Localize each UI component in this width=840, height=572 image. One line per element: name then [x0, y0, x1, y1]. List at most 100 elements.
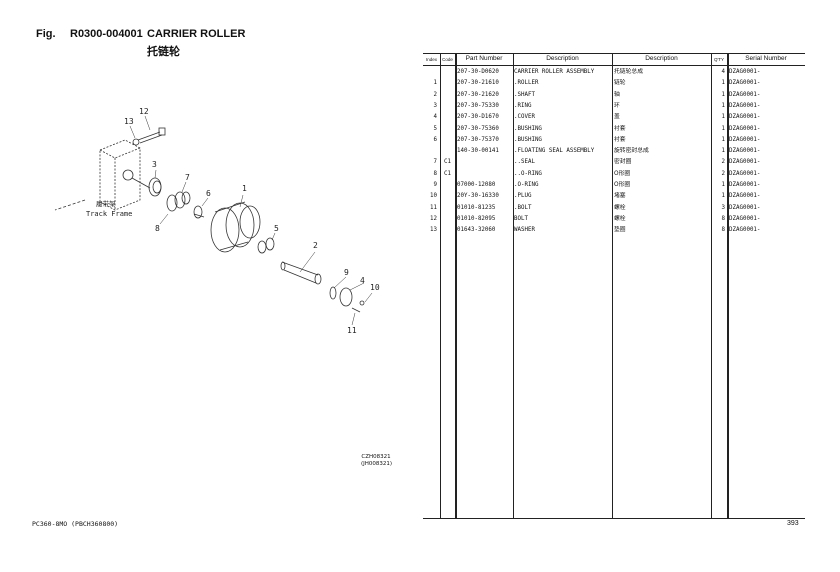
row-part-number: 207-30-D0620	[457, 69, 499, 75]
row-description-cn: O形圈	[614, 170, 631, 177]
row-description: .ROLLER	[514, 80, 539, 87]
row-serial: DZAG0001-	[729, 136, 761, 143]
row-description: .O-RING	[514, 182, 539, 188]
row-index: 5	[433, 125, 438, 132]
row-description: WASHER	[514, 227, 535, 234]
row-qty: 1	[721, 125, 726, 132]
row-part-number: 01010-81235	[457, 204, 496, 211]
figure-title: CARRIER ROLLER	[147, 28, 246, 40]
row-qty: 3	[721, 204, 726, 211]
col-description: Description	[546, 55, 579, 62]
track-frame-drawing	[99, 139, 141, 211]
row-description-cn: 堵塞	[614, 193, 626, 200]
col-description-cn: Description	[645, 55, 678, 62]
row-description-cn: 密封圈	[614, 159, 632, 166]
row-serial: DZAG0001-	[729, 114, 761, 121]
callout-3: 3	[152, 160, 157, 169]
row-description-cn: 螺栓	[614, 215, 626, 222]
row-part-number: 140-30-00141	[457, 148, 499, 155]
row-part-number: 207-30-75330	[457, 102, 499, 109]
row-index: 3	[433, 102, 438, 109]
row-qty: 2	[721, 170, 726, 177]
row-part-number: 207-30-21620	[457, 91, 499, 98]
illustration-code-line: (JH008321)	[361, 461, 393, 467]
row-description: .RING	[514, 102, 532, 109]
row-description: .SHAFT	[514, 91, 535, 98]
row-part-number: 207-30-75370	[457, 136, 499, 143]
row-qty: 1	[721, 182, 726, 188]
row-description-cn: 托链轮总成	[614, 69, 643, 75]
row-description-cn: 衬套	[614, 136, 626, 143]
callout-2: 2	[313, 241, 318, 250]
row-description: ..O-RING	[514, 170, 542, 177]
row-description: .BUSHING	[514, 136, 542, 143]
row-serial: DZAG0001-	[729, 204, 761, 211]
row-qty: 1	[721, 193, 726, 200]
row-description: ..SEAL	[514, 159, 535, 166]
row-qty: 8	[721, 215, 726, 222]
row-serial: DZAG0001-	[729, 215, 761, 222]
row-qty: 1	[721, 114, 726, 121]
callout-12: 12	[139, 107, 149, 116]
row-serial: DZAG0001-	[729, 69, 761, 75]
callout-7: 7	[185, 173, 190, 182]
figure-number: R0300-004001	[70, 28, 143, 40]
row-code: C1	[444, 170, 451, 177]
parts-table: Index Code Part Number Description Descr…	[423, 53, 805, 519]
row-index: 10	[430, 193, 437, 200]
illustration-code: CZH08321 (JH008321)	[361, 454, 393, 468]
row-index: 2	[433, 91, 438, 98]
row-part-number: 20Y-30-16330	[457, 193, 499, 200]
row-description-cn: 环	[614, 102, 620, 109]
row-part-number: 207-30-75360	[457, 125, 499, 132]
row-index: 4	[433, 114, 438, 121]
illustration-code-line: CZH08321	[361, 454, 391, 460]
row-serial: DZAG0001-	[729, 159, 761, 166]
row-index: 12	[430, 215, 437, 222]
row-description-cn: 衬套	[614, 125, 626, 132]
callout-5: 5	[274, 224, 279, 233]
callout-10: 10	[370, 283, 380, 292]
row-index: 6	[433, 136, 438, 143]
exploded-parts-diagram: 1 2 3 4 5 6 7 8 9 10 11 12 13 履带架 Track …	[54, 107, 380, 335]
row-description-cn: 旋转密封总成	[614, 148, 649, 155]
table-row: 207-30-D0620 CARRIER ROLLER ASSEMBLY 托链轮总成…	[423, 67, 805, 78]
row-description: .PLUG	[514, 193, 532, 200]
track-frame-label-cn: 履带架	[96, 200, 116, 208]
col-serial-number: Serial Number	[745, 55, 787, 62]
col-index: Index	[425, 57, 437, 62]
row-description: .FLOATING SEAL ASSEMBLY	[514, 148, 595, 155]
row-description: .BOLT	[514, 204, 532, 211]
row-serial: DZAG0001-	[729, 102, 761, 109]
row-description: CARRIER ROLLER ASSEMBLY	[514, 69, 595, 75]
row-part-number: 01643-32060	[457, 227, 496, 234]
callout-8: 8	[155, 224, 160, 233]
row-serial: DZAG0001-	[729, 182, 761, 188]
fig-label: Fig.	[36, 28, 56, 40]
row-part-number: 07000-12080	[457, 182, 496, 188]
page-number: 393	[787, 520, 799, 527]
row-serial: DZAG0001-	[729, 148, 761, 155]
row-index: 11	[430, 204, 437, 211]
row-qty: 1	[721, 80, 726, 87]
row-code: C1	[444, 159, 451, 166]
callout-11: 11	[347, 326, 357, 335]
col-part-number: Part Number	[465, 55, 503, 62]
col-qty: Q'TY	[713, 57, 725, 62]
figure-title-cn: 托链轮	[147, 45, 180, 58]
row-description-cn: O形圈	[614, 182, 631, 188]
row-qty: 1	[721, 136, 726, 143]
row-qty: 1	[721, 148, 726, 155]
row-index: 1	[433, 80, 438, 87]
row-qty: 8	[721, 227, 726, 234]
track-frame-label: Track Frame	[86, 210, 132, 218]
